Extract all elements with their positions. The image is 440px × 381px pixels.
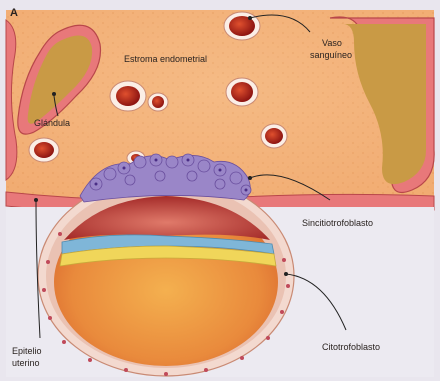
label-vaso-line2: sanguíneo xyxy=(310,50,352,60)
label-citotrofo: Citotrofoblasto xyxy=(322,342,380,352)
panel-letter: A xyxy=(10,7,18,19)
blastocyst xyxy=(38,176,294,376)
label-vaso-line1: Vaso xyxy=(322,38,342,48)
label-glandula: Glándula xyxy=(34,118,70,128)
label-sincitio: Sincitiotrofoblasto xyxy=(302,218,373,228)
label-epitelio-line2: uterino xyxy=(12,358,40,368)
label-epitelio-line1: Epitelio xyxy=(12,346,42,356)
label-estroma: Estroma endometrial xyxy=(124,54,207,64)
